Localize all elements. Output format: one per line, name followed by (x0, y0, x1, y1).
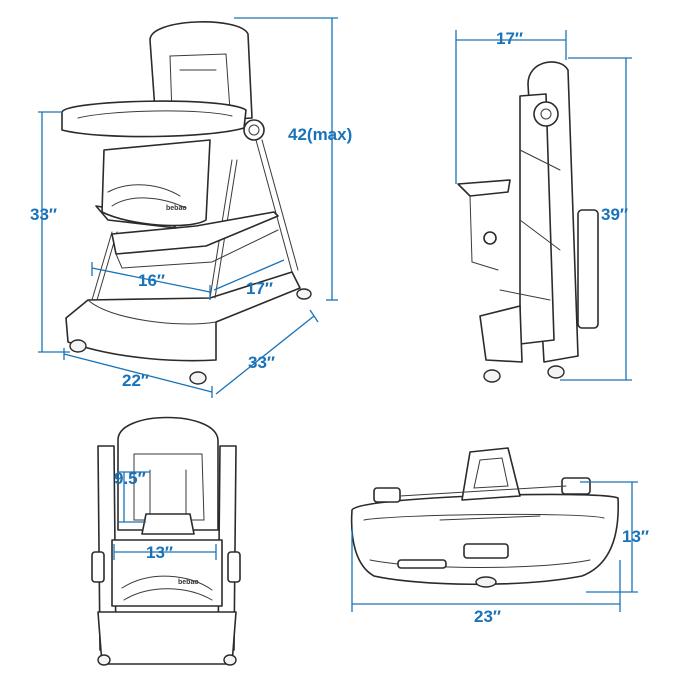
dimension-tray-depth: 13″ (622, 527, 649, 546)
backrest (149, 21, 253, 125)
front-seat-panel (111, 539, 223, 607)
tray-center-post (461, 447, 521, 501)
dimension-base-width: 22″ (122, 371, 149, 390)
side-wheel (547, 365, 565, 379)
tray-logo-badge (475, 576, 497, 588)
side-recline-knob (533, 101, 559, 127)
tray-body (350, 493, 619, 586)
folded-frame (519, 93, 555, 345)
dimension-front-seat-width: 13″ (146, 543, 173, 562)
brand-logo: bebao (166, 205, 187, 212)
wheel (189, 371, 207, 385)
front-seat-view: bebao 9.5″ 13″ (91, 416, 241, 666)
front-backrest (117, 416, 219, 531)
recline-knob (243, 119, 265, 141)
tray-release-handle (463, 543, 509, 559)
dimension-base-depth: 33″ (248, 353, 275, 372)
side-wheel (483, 369, 501, 383)
chair-base (65, 271, 301, 362)
dimension-seat-width: 16″ (138, 271, 165, 290)
dimension-folded-height: 39″ (601, 205, 628, 224)
dimension-height-max: 42(max) (288, 125, 352, 144)
wheel (69, 339, 87, 353)
seat-harness (141, 513, 195, 535)
dimension-folded-depth: 17″ (496, 29, 523, 48)
feeding-tray (61, 100, 247, 138)
front-brand-logo: bebao (178, 579, 199, 586)
side-tray (457, 179, 511, 197)
dimension-back-height: 9.5″ (114, 469, 146, 488)
side-base (479, 305, 523, 363)
dimension-seat-height: 33″ (30, 205, 57, 224)
storage-basket (111, 211, 279, 255)
dimension-seat-depth: 17″ (246, 279, 273, 298)
tray-view: 13″ 23″ (350, 447, 649, 626)
front-three-quarter-view: bebao 42(max) 33″ 16″ 17″ 22″ (30, 17, 352, 398)
seat-front-panel (101, 139, 211, 227)
front-base (97, 611, 237, 665)
dimension-tray-width: 23″ (474, 607, 501, 626)
wheel (296, 288, 312, 300)
side-folded-view: 17″ 39″ (455, 29, 632, 383)
